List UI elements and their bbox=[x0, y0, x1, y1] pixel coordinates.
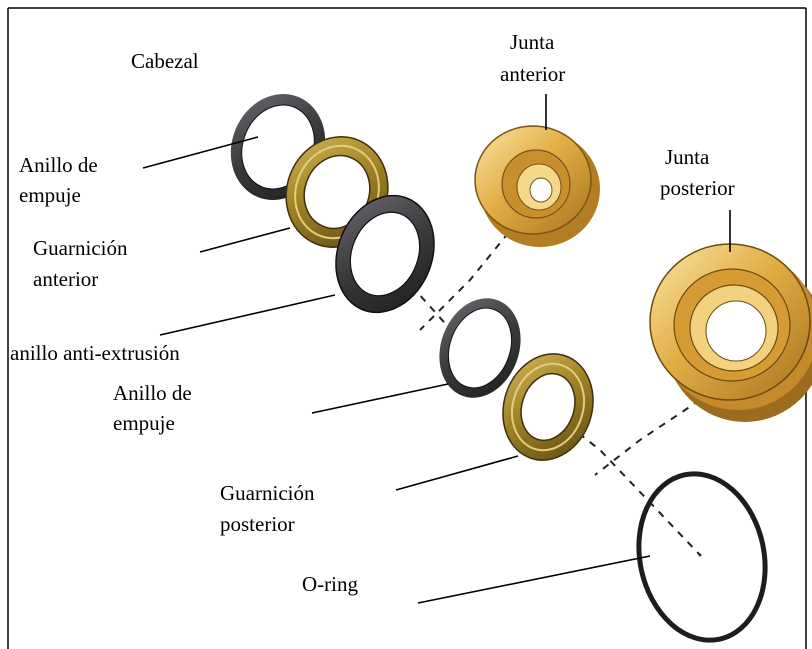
label-junta-anterior-line1: Junta bbox=[510, 30, 555, 54]
label-guarnicion-anterior-line1: Guarnición bbox=[33, 236, 128, 260]
label-junta-posterior-line2: posterior bbox=[660, 176, 735, 200]
label-cabezal: Cabezal bbox=[131, 49, 199, 73]
label-anillo-anti-extrusion: anillo anti-extrusión bbox=[10, 341, 180, 365]
label-o-ring: O-ring bbox=[302, 572, 358, 596]
o-ring-part bbox=[636, 471, 768, 643]
label-anillo-empuje-mid-line1: Anillo de bbox=[113, 381, 192, 405]
anillo-empuje-mid-ring bbox=[439, 298, 521, 398]
junta-posterior-part bbox=[649, 243, 812, 422]
leader-lines bbox=[142, 94, 731, 604]
label-junta-anterior-line2: anterior bbox=[500, 62, 566, 86]
label-anillo-empuje-mid-line2: empuje bbox=[113, 411, 175, 435]
junta-anterior-part bbox=[474, 125, 600, 247]
label-guarnicion-anterior-line2: anterior bbox=[33, 267, 99, 291]
label-guarnicion-posterior-line2: posterior bbox=[220, 512, 295, 536]
label-anillo-empuje-top-line1: Anillo de bbox=[19, 153, 98, 177]
anillo-anti-extrusion-ring bbox=[335, 194, 435, 314]
label-junta-posterior-line1: Junta bbox=[665, 145, 710, 169]
guarnicion-posterior-ring bbox=[502, 353, 594, 461]
label-guarnicion-posterior-line1: Guarnición bbox=[220, 481, 315, 505]
label-anillo-empuje-top-line2: empuje bbox=[19, 183, 81, 207]
